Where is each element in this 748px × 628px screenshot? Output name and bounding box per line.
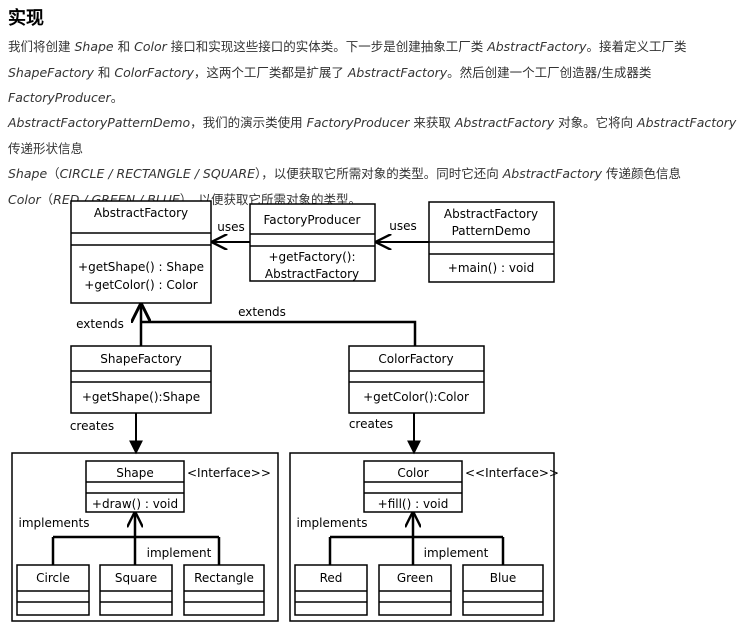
demo-name-line2: PatternDemo xyxy=(452,224,531,238)
rectangle-class-name: Rectangle xyxy=(194,571,254,585)
factory-producer-method-line1: +getFactory(): xyxy=(269,250,356,264)
creates-label-1: creates xyxy=(70,419,114,433)
extends-label-2: extends xyxy=(238,305,286,319)
uses-label-1: uses xyxy=(217,220,245,234)
abstract-factory-class: AbstractFactory +getShape() : Shape +get… xyxy=(70,200,212,304)
demo-name-line1: AbstractFactory xyxy=(444,207,538,221)
demo-method: +main() : void xyxy=(448,261,534,275)
red-class-name: Red xyxy=(320,571,343,585)
shape-factory-name: ShapeFactory xyxy=(100,352,181,366)
intro-paragraph-1: 我们将创建 Shape 和 Color 接口和实现这些接口的实体类。下一步是创建… xyxy=(8,39,687,105)
shape-factory-class: ShapeFactory +getShape():Shape xyxy=(70,345,212,414)
shape-implement-label: implement xyxy=(147,546,212,560)
shape-interface-method: +draw() : void xyxy=(92,497,178,511)
shape-stereotype: <Interface>> xyxy=(187,466,271,480)
factory-producer-class: FactoryProducer +getFactory(): AbstractF… xyxy=(249,203,376,282)
circle-class-name: Circle xyxy=(36,571,70,585)
color-implement-label: implement xyxy=(424,546,489,560)
color-implements-label: implements xyxy=(297,516,368,530)
color-factory-method: +getColor():Color xyxy=(363,390,469,404)
shape-interface: Shape +draw() : void xyxy=(85,460,185,513)
shape-interface-name: Shape xyxy=(116,466,154,480)
factory-producer-name: FactoryProducer xyxy=(263,213,360,227)
color-factory-name: ColorFactory xyxy=(378,352,453,366)
extends-arrow-color-factory xyxy=(141,320,417,346)
abstract-factory-method-shape: +getShape() : Shape xyxy=(78,260,204,274)
color-group-container xyxy=(289,452,555,622)
abstract-factory-name: AbstractFactory xyxy=(94,206,188,220)
shape-implements-label: implements xyxy=(19,516,90,530)
demo-class: AbstractFactory PatternDemo +main() : vo… xyxy=(428,201,555,283)
rectangle-class: Rectangle xyxy=(183,564,265,616)
color-interface-name: Color xyxy=(397,466,428,480)
color-interface: Color +fill() : void xyxy=(363,460,463,513)
color-factory-class: ColorFactory +getColor():Color xyxy=(348,345,485,414)
circle-class: Circle xyxy=(16,564,90,616)
abstract-factory-method-color: +getColor() : Color xyxy=(84,278,198,292)
section-title: 实现 xyxy=(8,8,44,29)
red-class: Red xyxy=(294,564,368,616)
blue-class-name: Blue xyxy=(490,571,517,585)
shape-group-container xyxy=(11,452,279,622)
green-class-name: Green xyxy=(397,571,433,585)
creates-label-2: creates xyxy=(349,417,393,431)
uses-label-2: uses xyxy=(389,219,417,233)
intro-paragraph-2: AbstractFactoryPatternDemo，我们的演示类使用 Fact… xyxy=(8,115,737,207)
factory-producer-method-line2: AbstractFactory xyxy=(265,267,359,281)
extends-label-1: extends xyxy=(76,317,124,331)
green-class: Green xyxy=(378,564,452,616)
color-stereotype: <<Interface>> xyxy=(465,466,559,480)
shape-factory-method: +getShape():Shape xyxy=(82,390,200,404)
blue-class: Blue xyxy=(462,564,544,616)
square-class-name: Square xyxy=(115,571,157,585)
square-class: Square xyxy=(99,564,173,616)
color-interface-method: +fill() : void xyxy=(378,497,449,511)
